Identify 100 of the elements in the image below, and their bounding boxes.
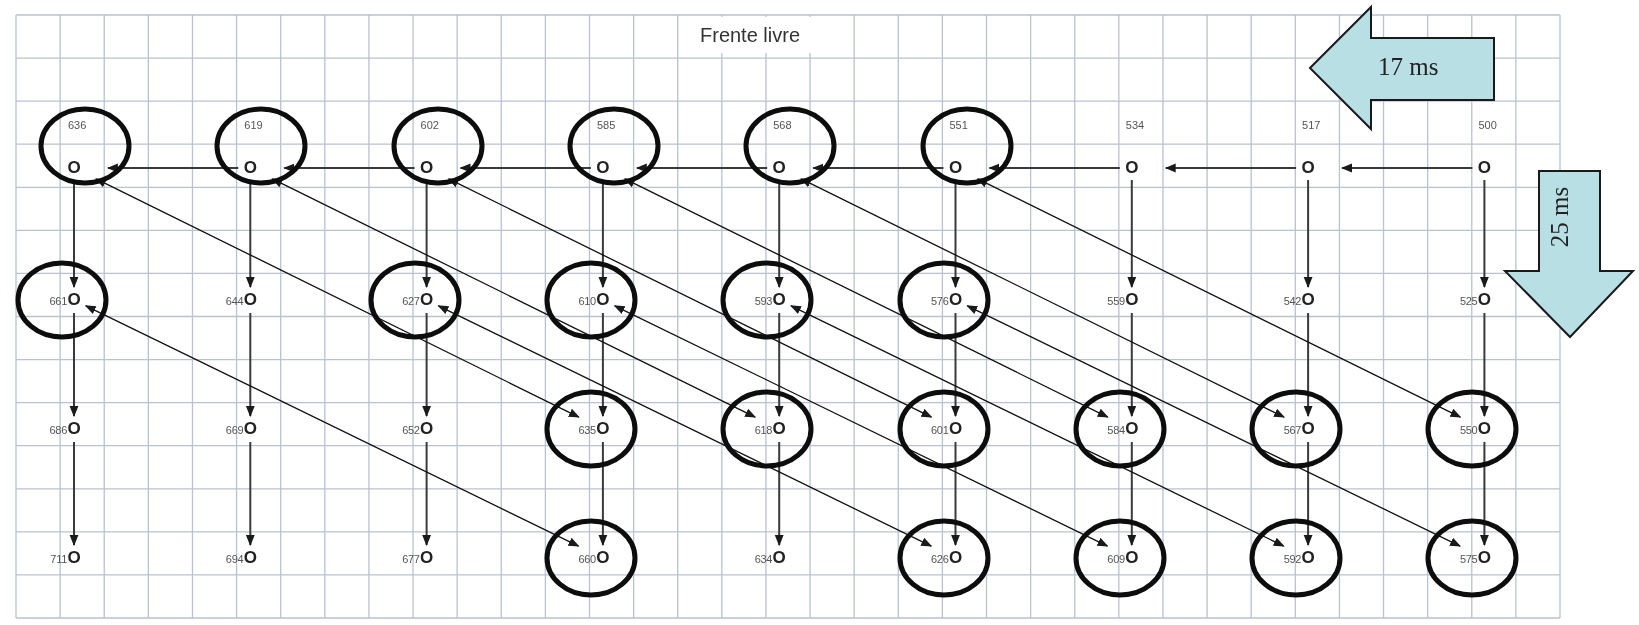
point-number: 559 xyxy=(1107,295,1125,308)
arrow xyxy=(800,178,1285,418)
highlight-circle xyxy=(896,389,991,469)
arrow xyxy=(69,441,79,547)
point-number: 661 xyxy=(49,295,67,308)
point-marker: O xyxy=(1301,548,1316,568)
point-number: 602 xyxy=(420,118,439,132)
point-number: 610 xyxy=(578,295,596,308)
point-number: 635 xyxy=(578,424,596,437)
arrow xyxy=(245,312,255,418)
duration-label: 25 ms xyxy=(1546,186,1575,248)
highlight-circle xyxy=(543,260,638,340)
point-marker: O xyxy=(243,158,258,178)
point-marker: O xyxy=(595,158,610,178)
point-number: 550 xyxy=(1459,423,1478,437)
point-marker: O xyxy=(1477,290,1492,310)
highlight-circle xyxy=(919,106,1014,186)
arrow xyxy=(1127,179,1137,289)
point-number: 584 xyxy=(1107,424,1125,437)
arrow xyxy=(988,163,1121,173)
arrow xyxy=(95,178,580,418)
point-marker: O xyxy=(243,419,258,439)
point-marker: O xyxy=(1301,290,1316,310)
highlight-circle xyxy=(390,106,485,186)
arrow xyxy=(437,305,933,547)
arrow xyxy=(1480,312,1489,418)
point-marker: O xyxy=(1477,548,1492,568)
point-marker: O xyxy=(67,548,81,568)
highlight-circle xyxy=(896,260,991,340)
arrow xyxy=(422,441,431,547)
highlight-circle xyxy=(15,260,109,340)
highlight-circle xyxy=(1072,518,1167,598)
point-marker: O xyxy=(1124,548,1139,568)
point-number: 626 xyxy=(931,553,949,566)
arrow xyxy=(245,441,255,547)
point-marker: O xyxy=(948,290,963,310)
point-number: 500 xyxy=(1478,118,1497,132)
point-marker: O xyxy=(1124,158,1139,178)
point-marker: O xyxy=(67,290,81,310)
highlight-circle xyxy=(1249,389,1344,469)
point-marker: O xyxy=(1477,158,1492,178)
point-number: 609 xyxy=(1107,553,1125,566)
point-number: 636 xyxy=(68,118,87,132)
point-marker: O xyxy=(772,548,787,568)
highlight-circle xyxy=(1425,389,1520,469)
point-marker: O xyxy=(948,548,963,568)
point-number: 568 xyxy=(773,118,792,132)
highlight-circle xyxy=(1425,518,1520,598)
point-marker: O xyxy=(419,290,434,310)
point-number: 618 xyxy=(754,423,773,437)
point-number: 619 xyxy=(244,118,263,132)
arrow xyxy=(422,312,431,418)
arrow xyxy=(1303,312,1313,418)
point-number: 601 xyxy=(931,424,949,437)
point-marker: O xyxy=(419,158,434,178)
arrow xyxy=(774,441,784,547)
highlight-circle xyxy=(543,389,638,469)
point-number: 517 xyxy=(1302,118,1321,132)
arrow xyxy=(447,178,933,418)
point-number: 660 xyxy=(578,553,596,566)
point-marker: O xyxy=(1124,419,1139,439)
direction-arrow xyxy=(1503,169,1637,341)
highlight-circle xyxy=(38,106,132,186)
arrow xyxy=(623,178,1109,418)
point-number: 711 xyxy=(50,553,67,566)
highlight-circle xyxy=(743,106,838,186)
point-number: 551 xyxy=(949,118,968,132)
point-number: 652 xyxy=(402,424,420,437)
point-marker: O xyxy=(243,548,258,568)
point-number: 686 xyxy=(49,424,67,437)
point-marker: O xyxy=(772,290,787,310)
arrow xyxy=(951,312,960,418)
point-number: 627 xyxy=(402,295,420,308)
arrow xyxy=(106,163,240,173)
arrow xyxy=(1341,163,1474,173)
point-marker: O xyxy=(419,548,434,568)
point-marker: O xyxy=(595,419,610,439)
arrow xyxy=(283,163,416,173)
arrow xyxy=(84,305,580,547)
point-number: 567 xyxy=(1283,424,1302,437)
arrow xyxy=(966,305,1461,547)
point-number: 585 xyxy=(596,118,616,132)
arrow xyxy=(613,305,1109,547)
highlight-circle xyxy=(214,106,309,186)
point-number: 677 xyxy=(402,553,420,566)
point-marker: O xyxy=(595,548,610,568)
point-marker: O xyxy=(67,419,81,439)
point-marker: O xyxy=(948,158,963,178)
point-number: 525 xyxy=(1459,294,1478,308)
point-marker: O xyxy=(1301,158,1316,178)
arrow xyxy=(1127,312,1137,418)
point-number: 669 xyxy=(225,423,244,437)
arrow xyxy=(1303,179,1313,289)
highlight-circle xyxy=(367,260,462,340)
point-number: 542 xyxy=(1283,295,1302,308)
arrow xyxy=(459,163,592,173)
point-marker: O xyxy=(595,290,610,310)
point-number: 694 xyxy=(225,553,244,566)
point-marker: O xyxy=(1124,290,1139,310)
arrow xyxy=(812,163,945,173)
